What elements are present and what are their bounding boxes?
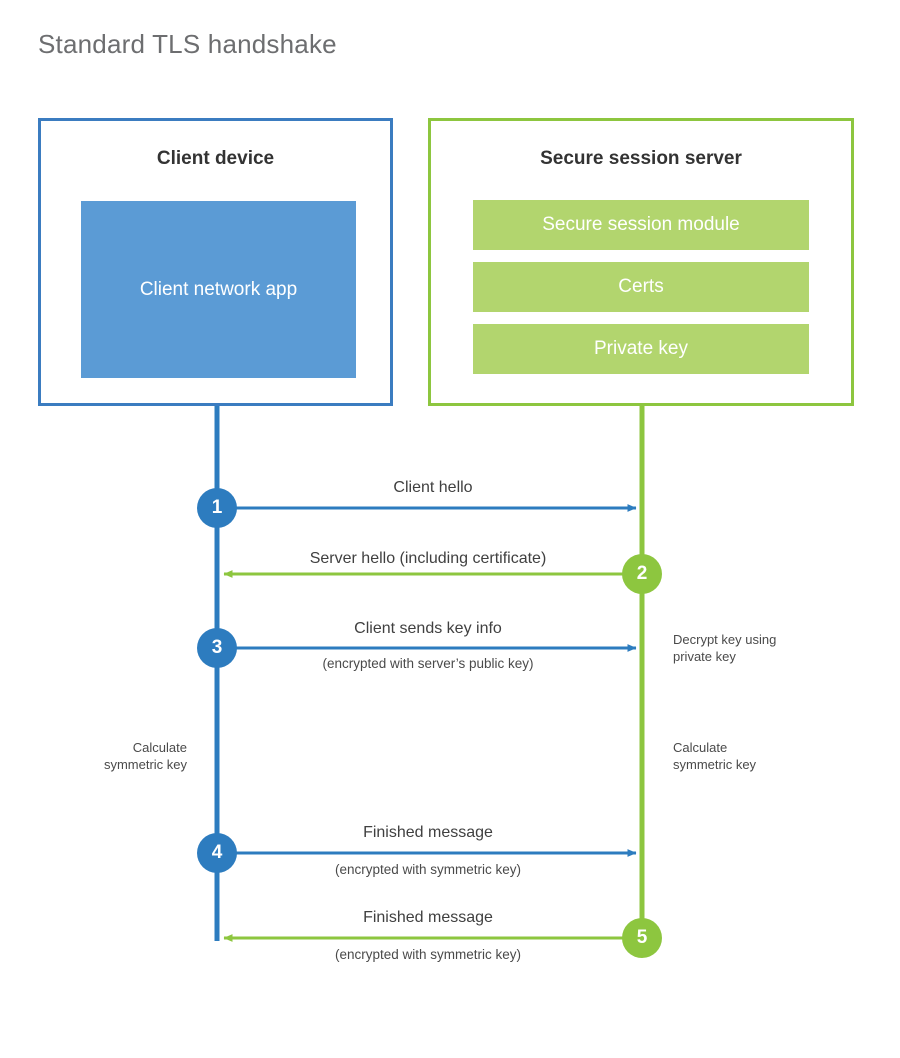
- client-network-app-block: Client network app: [81, 201, 356, 378]
- server-component-stack: Secure session module Certs Private key: [473, 200, 809, 374]
- step-marker-2: 2: [622, 554, 662, 594]
- secure-session-server-title: Secure session server: [540, 148, 742, 169]
- client-device-box: Client device Client network app: [38, 118, 393, 406]
- annotation-server-calculate-symmetric-key: Calculate symmetric key: [673, 740, 757, 772]
- message-label-1: Client hello: [393, 479, 473, 496]
- message-label-2: Server hello (including certificate): [309, 550, 547, 567]
- step-marker-1: 1: [197, 488, 237, 528]
- step-marker-4: 4: [197, 833, 237, 873]
- page-title: Standard TLS handshake: [38, 29, 337, 59]
- message-sublabel-4: (encrypted with symmetric key): [334, 862, 522, 877]
- server-component-secure-session-module: Secure session module: [473, 200, 809, 250]
- message-label-3: Client sends key info: [354, 620, 502, 637]
- server-component-certs: Certs: [473, 262, 809, 312]
- step-marker-5: 5: [622, 918, 662, 958]
- message-sublabel-3: (encrypted with server’s public key): [322, 656, 534, 671]
- annotation-server-decrypt-key: Decrypt key using private key: [673, 632, 777, 664]
- message-sublabel-5: (encrypted with symmetric key): [334, 947, 522, 962]
- step-marker-3: 3: [197, 628, 237, 668]
- server-component-private-key: Private key: [473, 324, 809, 374]
- message-label-5: Finished message: [363, 909, 493, 926]
- message-label-4: Finished message: [363, 824, 493, 841]
- client-device-title: Client device: [156, 148, 275, 169]
- annotation-client-calculate-symmetric-key: Calculate symmetric key: [103, 740, 187, 772]
- secure-session-server-box: Secure session server Secure session mod…: [428, 118, 854, 406]
